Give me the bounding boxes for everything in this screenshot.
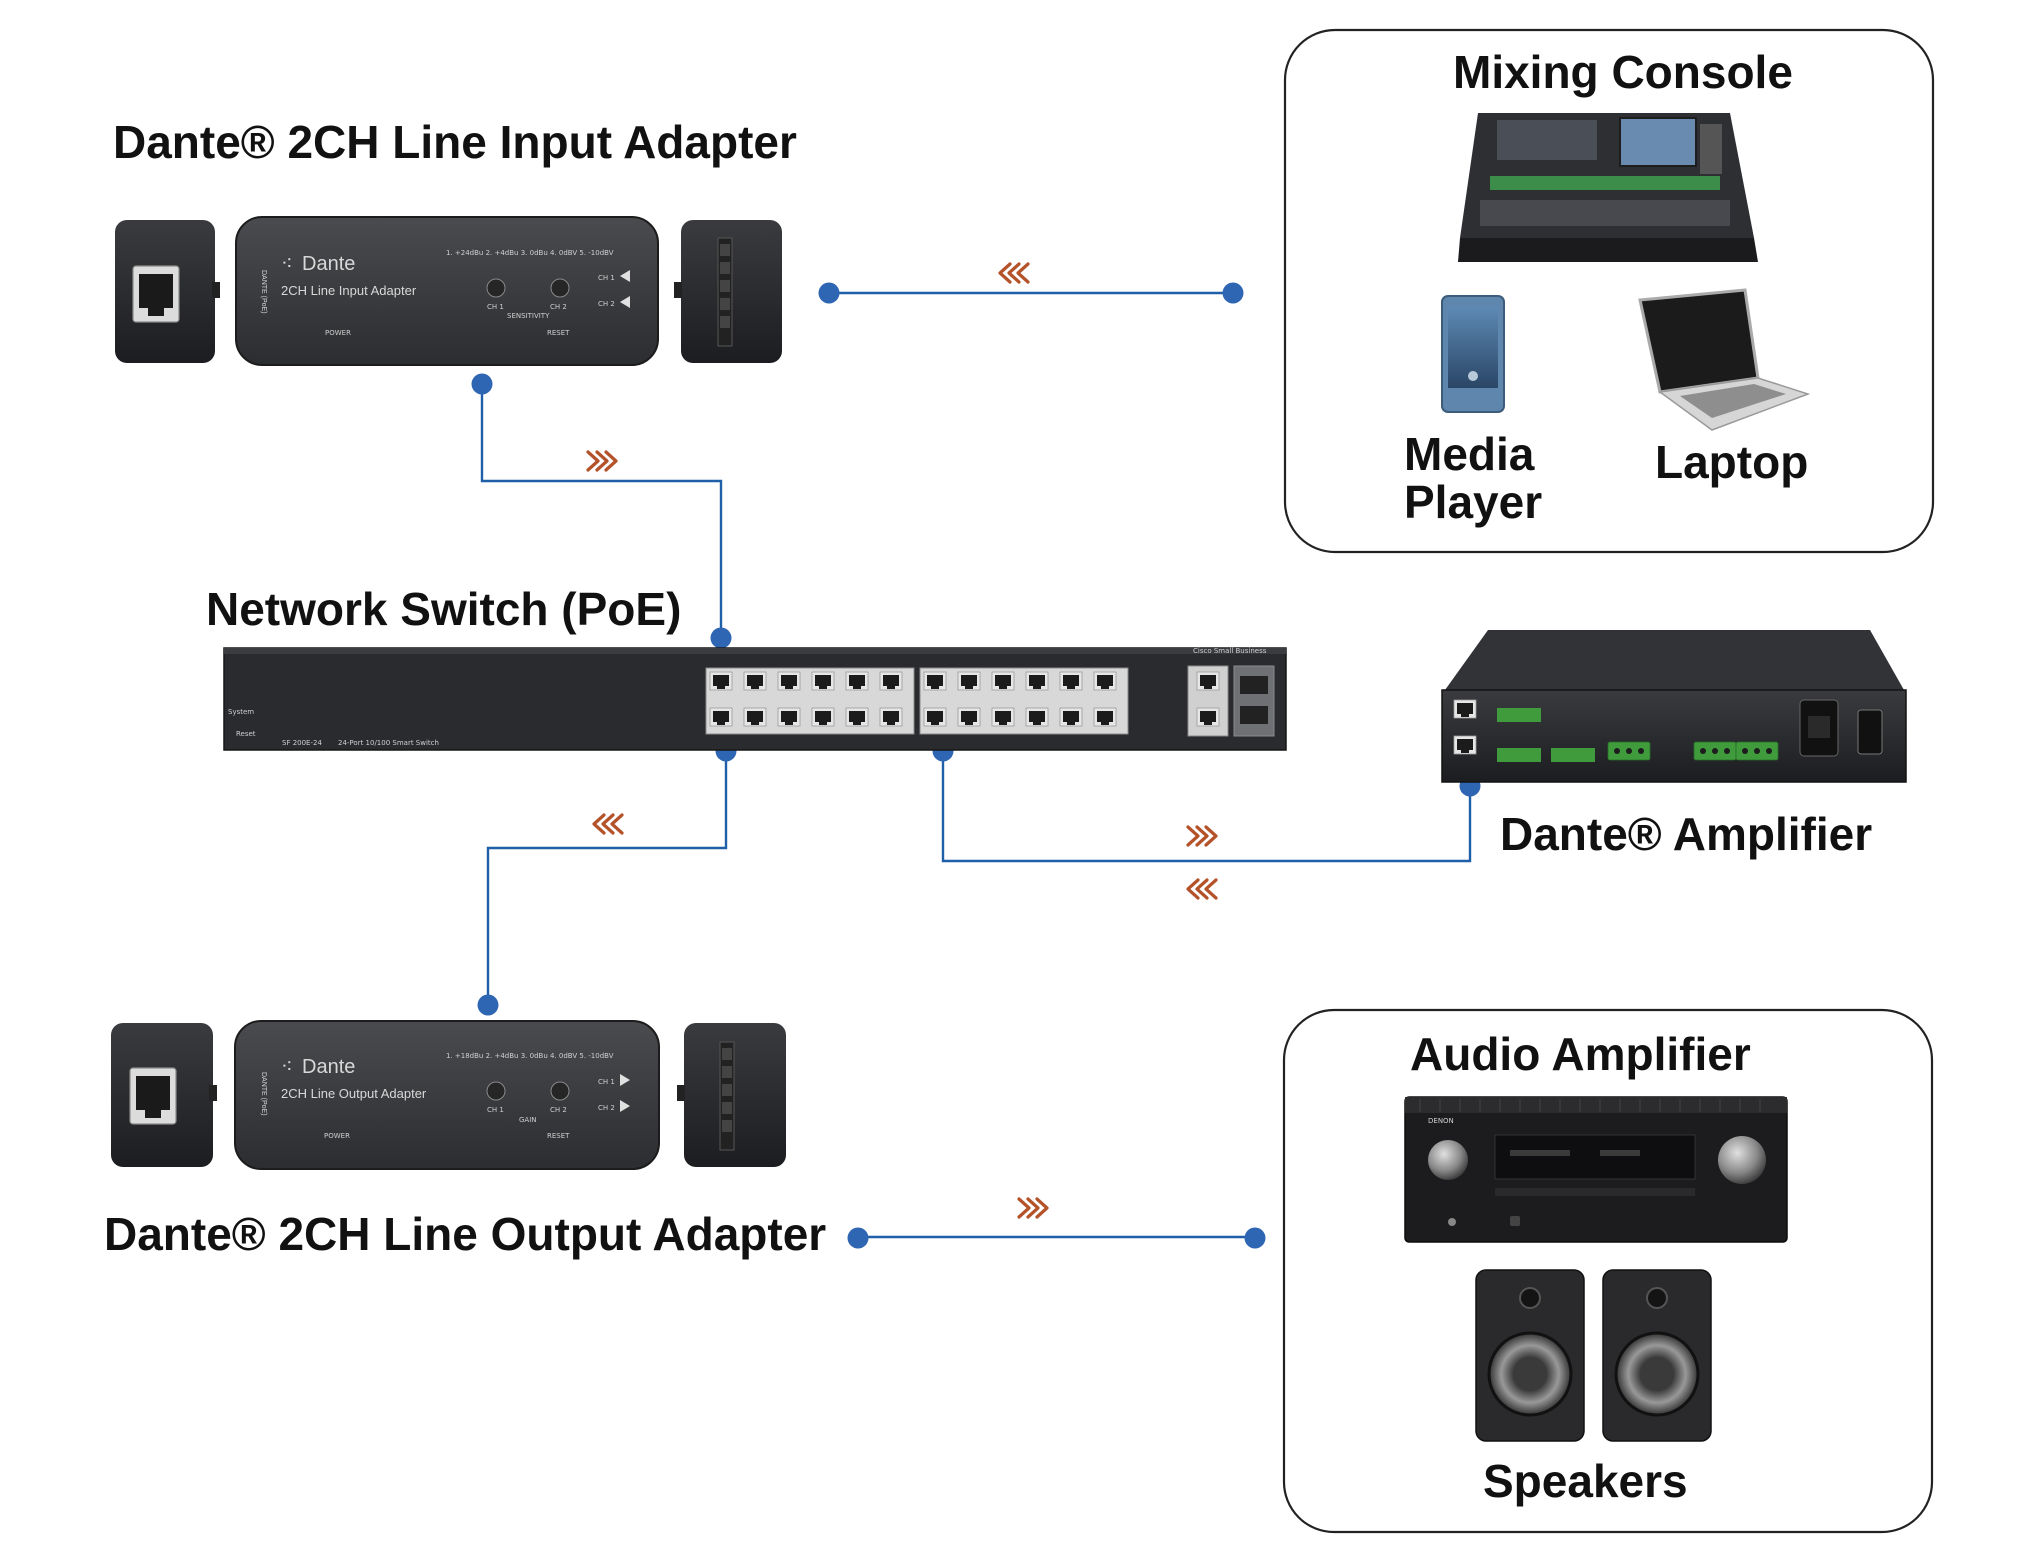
input-adapter-brand: Dante	[302, 253, 355, 275]
wire-input-to-switch	[480, 384, 723, 638]
switch-port-block-right	[919, 667, 1129, 735]
arrow-left-icon	[998, 262, 1030, 284]
input-ch2-label: CH 2	[550, 303, 567, 311]
power-switch-icon	[1857, 709, 1883, 755]
play-arrow-icon	[620, 1100, 630, 1112]
laptop-label: Laptop	[1655, 436, 1808, 488]
switch-system-label: System	[228, 708, 254, 716]
switch-port-block-left	[705, 667, 915, 735]
input-power-label: POWER	[325, 329, 351, 337]
output-adapter-title: Dante® 2CH Line Output Adapter	[104, 1208, 826, 1260]
direction-arrows	[586, 262, 1218, 1219]
switch-model: SF 200E-24	[282, 739, 322, 747]
network-switch-label: Network Switch (PoE)	[206, 583, 681, 635]
arrow-left-icon	[1186, 878, 1218, 900]
ch1-knob-icon	[486, 278, 506, 298]
input-reset-label: RESET	[547, 329, 570, 337]
ch2-knob-icon	[550, 278, 570, 298]
output-power-label: POWER	[324, 1132, 350, 1140]
input-ch1-out-label: CH 1	[598, 274, 615, 282]
right-speaker-image	[1602, 1269, 1712, 1442]
ch1-knob-icon	[486, 1081, 506, 1101]
av-receiver-image: DENON	[1404, 1096, 1788, 1243]
input-adapter-device: DANTE (PoE) ⁖ Dante 2CH Line Input Adapt…	[115, 216, 782, 366]
ethernet-port-icon	[129, 1067, 177, 1125]
output-adapter-levels: 1. +18dBu 2. +4dBu 3. 0dBu 4. 0dBV 5. -1…	[446, 1052, 614, 1060]
output-adapter-terminal-cap	[684, 1023, 786, 1167]
output-adapter-brand: Dante	[302, 1056, 355, 1078]
output-adapter-body	[234, 1020, 660, 1170]
switch-desc: 24-Port 10/100 Smart Switch	[338, 739, 439, 747]
input-adapter-title: Dante® 2CH Line Input Adapter	[113, 116, 797, 168]
node-switch-top	[710, 627, 732, 649]
input-adapter-side-label: DANTE (PoE)	[260, 270, 267, 314]
ch2-knob-icon	[550, 1081, 570, 1101]
playback-devices-frame	[1282, 1008, 1934, 1534]
node-input-out	[818, 282, 840, 304]
node-output-top	[477, 994, 499, 1016]
terminal-block-icon	[717, 237, 733, 347]
output-ch1-out-label: CH 1	[598, 1078, 615, 1086]
node-mixer-in	[1222, 282, 1244, 304]
left-speaker-image	[1475, 1269, 1585, 1442]
dante-amplifier-label: Dante® Amplifier	[1500, 808, 1872, 860]
network-switch-device: System Reset SF 200E-24 24-Port 10/100 S…	[223, 647, 1287, 751]
laptop-image	[1638, 288, 1811, 431]
terminal-block-icon	[719, 1041, 735, 1151]
node-output-right	[847, 1227, 869, 1249]
dante-amplifier-device	[1441, 630, 1907, 783]
arrow-left-icon	[592, 813, 624, 835]
input-ch1-label: CH 1	[487, 303, 504, 311]
audio-amplifier-label: Audio Amplifier	[1410, 1028, 1751, 1080]
output-adapter-device: DANTE (PoE) ⁖ Dante 2CH Line Output Adap…	[111, 1020, 786, 1170]
output-gain-label: GAIN	[519, 1116, 537, 1124]
input-adapter-body	[235, 216, 659, 366]
play-arrow-icon	[620, 270, 630, 282]
wire-switch-to-dante-amp	[941, 749, 1472, 863]
mixing-console-label: Mixing Console	[1453, 46, 1793, 98]
play-arrow-icon	[620, 1074, 630, 1086]
dante-logo-icon: ⁖	[281, 1056, 293, 1078]
play-arrow-icon	[620, 296, 630, 308]
arrow-right-icon	[586, 450, 618, 472]
media-player-label-line1: Media	[1404, 428, 1535, 480]
output-adapter-side-label: DANTE (PoE)	[260, 1072, 267, 1116]
input-ch2-out-label: CH 2	[598, 300, 615, 308]
output-ch1-label: CH 1	[487, 1106, 504, 1114]
input-adapter-model: 2CH Line Input Adapter	[281, 283, 417, 298]
output-reset-label: RESET	[547, 1132, 570, 1140]
arrow-right-icon	[1186, 825, 1218, 847]
switch-reset-label: Reset	[236, 730, 256, 738]
input-sensitivity-label: SENSITIVITY	[507, 312, 550, 320]
receiver-brand: DENON	[1428, 1117, 1454, 1125]
ethernet-port-icon	[132, 265, 180, 323]
volume-knob-icon	[1718, 1136, 1766, 1184]
input-adapter-levels: 1. +24dBu 2. +4dBu 3. 0dBu 4. 0dBV 5. -1…	[446, 249, 614, 257]
arrow-right-icon	[1017, 1197, 1049, 1219]
node-audio-amp-in	[1244, 1227, 1266, 1249]
dante-logo-icon: ⁖	[281, 253, 293, 275]
output-adapter-model: 2CH Line Output Adapter	[281, 1086, 427, 1101]
wire-switch-to-output	[486, 751, 728, 1003]
source-devices-frame	[1283, 28, 1935, 554]
output-ch2-label: CH 2	[550, 1106, 567, 1114]
uplink-ports	[1187, 665, 1275, 737]
speakers-label: Speakers	[1483, 1455, 1688, 1507]
switch-brand: Cisco Small Business	[1193, 647, 1267, 655]
volume-knob-icon	[1428, 1140, 1468, 1180]
media-player-label-line2: Player	[1404, 476, 1542, 528]
mixing-console-image	[1458, 113, 1758, 262]
node-input-bottom	[471, 373, 493, 395]
receiver-display	[1494, 1134, 1696, 1180]
media-player-image	[1441, 295, 1505, 413]
output-ch2-out-label: CH 2	[598, 1104, 615, 1112]
